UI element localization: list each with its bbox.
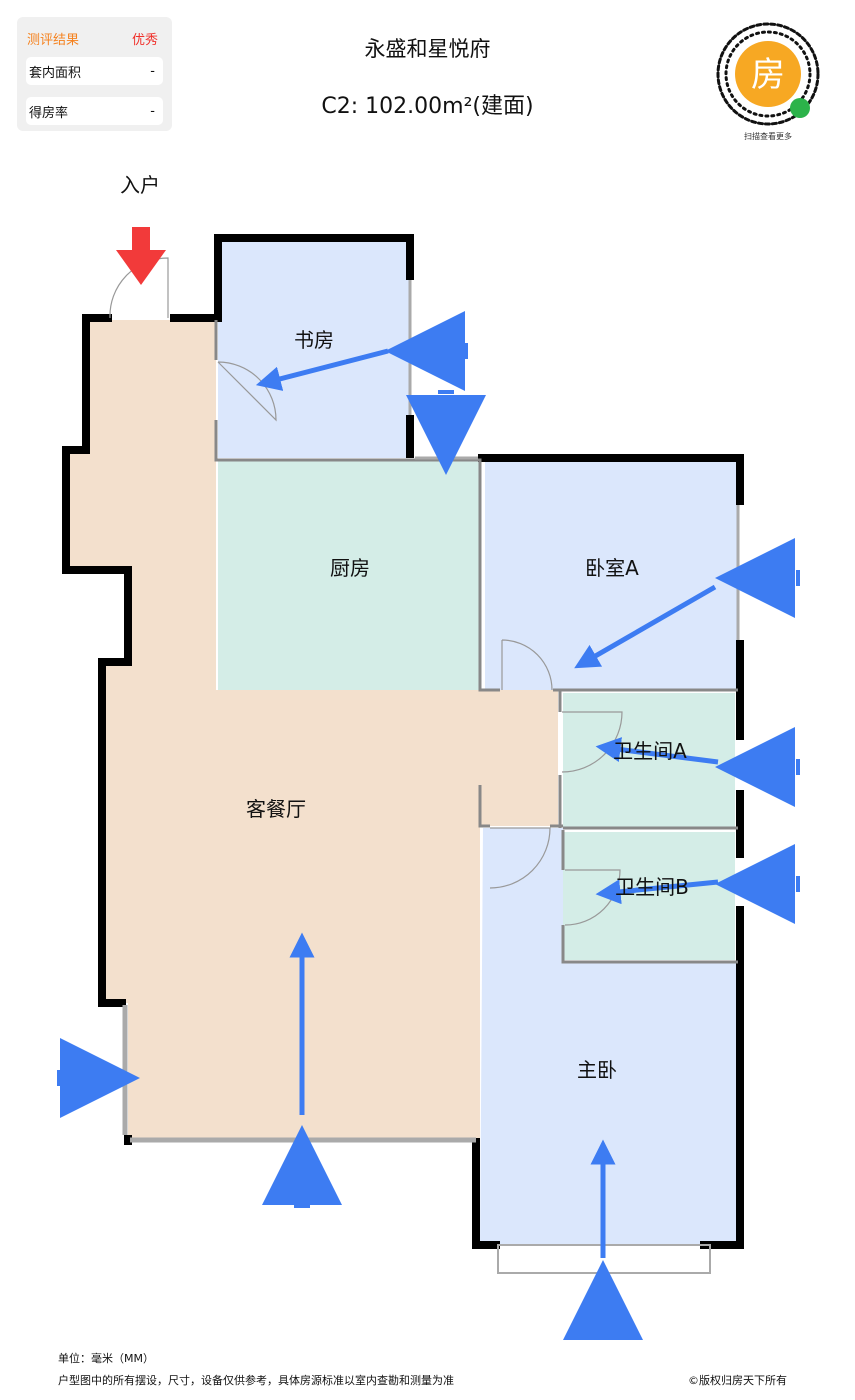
qr-code-icon[interactable]: 房 xyxy=(712,18,824,130)
bath-b-room xyxy=(563,832,735,960)
evaluation-card: 测评结果 优秀 套内面积 - 得房率 - xyxy=(17,17,172,131)
project-name: 永盛和星悦府 xyxy=(364,37,491,61)
bath-a-label: 卫生间A xyxy=(613,739,687,763)
entry-arrow-icon xyxy=(116,227,166,285)
disclaimer: 户型图中的所有摆设，尺寸，设备仅供参考，具体房源标准以室内查勘和测量为准 xyxy=(58,1374,454,1387)
efficiency-label: 得房率 xyxy=(29,105,69,121)
rooms xyxy=(68,240,738,1245)
floor-plan: 入户 书房 厨房 卧室A 卫生间A 卫生间B 客餐厅 主卧 xyxy=(57,173,800,1340)
result-label: 测评结果 xyxy=(27,33,80,48)
qr-center-char: 房 xyxy=(751,55,785,95)
study-label: 书房 xyxy=(294,328,334,352)
master-bedroom-room xyxy=(480,828,738,1245)
qr-caption: 扫描查看更多 xyxy=(744,132,792,141)
inner-area-value: - xyxy=(150,63,155,79)
living-room xyxy=(68,320,558,1138)
efficiency-row: 得房率 - xyxy=(26,97,163,125)
inner-area-row: 套内面积 - xyxy=(26,57,163,85)
inner-area-label: 套内面积 xyxy=(29,65,82,81)
entrance-label: 入户 xyxy=(120,173,160,197)
copyright: ©版权归房天下所有 xyxy=(688,1374,787,1387)
living-label: 客餐厅 xyxy=(246,797,306,821)
bath-b-label: 卫生间B xyxy=(615,875,689,899)
unit-note: 单位：毫米（MM） xyxy=(58,1352,154,1365)
bedroom-a-room xyxy=(485,460,738,690)
master-bedroom-label: 主卧 xyxy=(577,1058,617,1082)
study-room xyxy=(218,240,410,458)
outer-walls xyxy=(62,234,744,1249)
kitchen-room xyxy=(218,460,480,690)
bedroom-a-label: 卧室A xyxy=(585,556,639,580)
efficiency-value: - xyxy=(150,103,155,119)
airflow-arrows xyxy=(57,311,800,1340)
result-value: 优秀 xyxy=(131,33,158,48)
unit-info: C2: 102.00m²(建面) xyxy=(321,94,534,119)
kitchen-label: 厨房 xyxy=(330,556,370,580)
